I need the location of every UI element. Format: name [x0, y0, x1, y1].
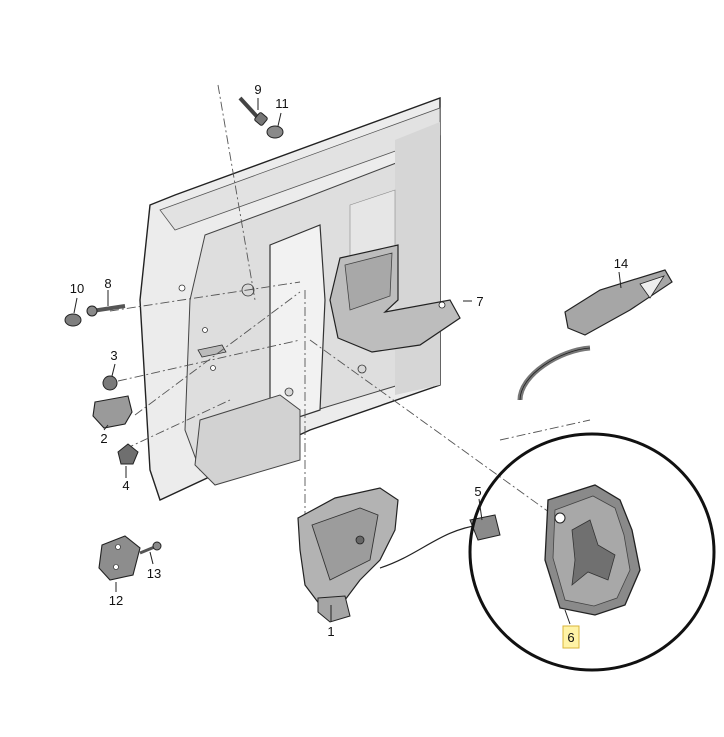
leader-lines: [73, 98, 622, 625]
part-13-screw: [139, 541, 162, 555]
part-14-door-handle: [564, 269, 673, 336]
callout-12: 12: [109, 593, 123, 608]
part-8-screw: [86, 304, 126, 317]
callout-3: 3: [110, 348, 117, 363]
part-6-seal: [544, 484, 641, 616]
part-5-cable: [379, 345, 591, 569]
assembly-lines: [109, 84, 591, 521]
part-3-nut: [102, 375, 118, 391]
callout-8: 8: [104, 276, 111, 291]
callout-6: 6: [567, 630, 574, 645]
callout-14: 14: [614, 256, 628, 271]
callout-7: 7: [476, 294, 483, 309]
detail-circle: [468, 432, 716, 672]
callout-labels: 9 11 8 10 3 2 4 7 1 5 12 13 14 6: [70, 82, 628, 649]
callout-13: 13: [147, 566, 161, 581]
part-7-bracket: [329, 244, 461, 353]
part-1-door-lock: [297, 487, 399, 623]
callout-10: 10: [70, 281, 84, 296]
callout-4: 4: [122, 478, 129, 493]
part-11-plug: [266, 125, 284, 139]
callout-9: 9: [254, 82, 261, 97]
part-10-plug: [64, 313, 82, 327]
callout-5: 5: [474, 484, 481, 499]
part-4-nut: [117, 443, 139, 465]
callout-2: 2: [100, 431, 107, 446]
part-2-clip: [92, 395, 133, 429]
callout-6-highlight: [562, 625, 580, 649]
part-12-striker-plate: [98, 535, 141, 581]
part-9-bolt: [238, 96, 268, 126]
callout-1: 1: [327, 624, 334, 639]
callout-11: 11: [275, 96, 289, 111]
